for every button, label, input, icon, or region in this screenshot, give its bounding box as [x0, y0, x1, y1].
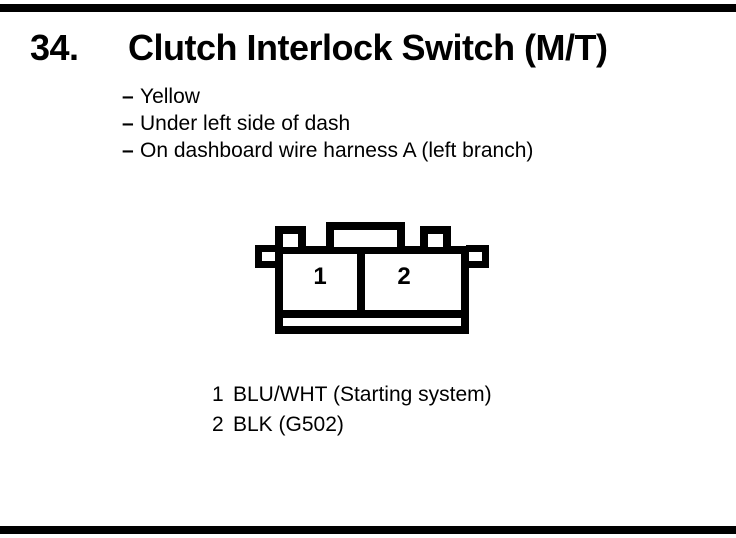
detail-list: –Yellow –Under left side of dash –On das… [122, 83, 533, 164]
connector-tab-left-icon [275, 226, 306, 247]
detail-item-harness: –On dashboard wire harness A (left branc… [122, 137, 533, 164]
pin-divider [357, 250, 365, 316]
pin-1-label: 1 [313, 263, 327, 290]
detail-item-location: –Under left side of dash [122, 110, 533, 137]
item-number: 34. [30, 27, 79, 68]
connector-tab-right-icon [420, 226, 451, 247]
legend-row: 1 BLU/WHT (Starting system) [212, 380, 492, 410]
bullet-dash: – [122, 112, 134, 135]
page-title: Clutch Interlock Switch (M/T) [128, 27, 608, 68]
pin-2-label: 2 [397, 263, 411, 290]
legend-wire-label: BLU/WHT (Starting system) [233, 383, 492, 406]
legend-pin-number: 1 [212, 383, 224, 406]
bullet-dash: – [122, 85, 134, 108]
page-edge-bar-top [0, 4, 736, 12]
bullet-dash: – [122, 139, 134, 162]
legend-row: 2 BLK (G502) [212, 410, 492, 440]
connector-wing-right-icon [466, 245, 489, 268]
page-edge-bar-bottom [0, 526, 736, 534]
detail-item-color: –Yellow [122, 83, 533, 110]
legend-pin-number: 2 [212, 413, 224, 436]
pin-legend: 1 BLU/WHT (Starting system) 2 BLK (G502) [212, 380, 492, 440]
connector-tab-center-icon [326, 222, 405, 247]
connector-bottom-rail [281, 310, 463, 318]
detail-text: On dashboard wire harness A (left branch… [140, 139, 534, 162]
legend-wire-label: BLK (G502) [233, 413, 344, 436]
detail-text: Under left side of dash [140, 112, 351, 135]
connector-wing-left-icon [255, 245, 278, 268]
connector-body-icon [275, 246, 469, 334]
detail-text: Yellow [140, 85, 200, 108]
